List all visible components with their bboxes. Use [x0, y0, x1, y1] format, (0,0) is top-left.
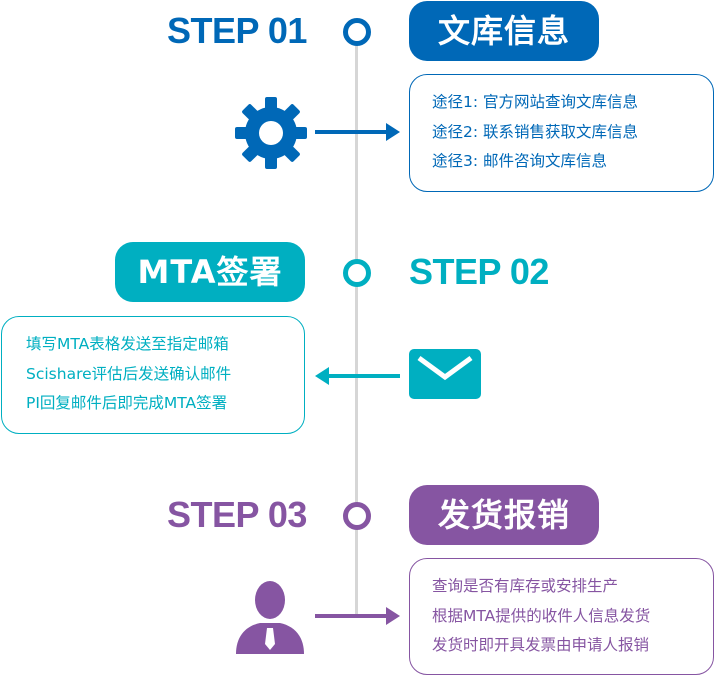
step-02-title: MTA签署: [115, 242, 305, 302]
arrow-left-icon: [315, 367, 329, 385]
step-03-label: STEP 03: [167, 494, 307, 535]
envelope-icon: [409, 349, 481, 399]
step-02-details: 填写MTA表格发送至指定邮箱 Scishare评估后发送确认邮件 PI回复邮件后…: [1, 316, 305, 434]
detail-line: 填写MTA表格发送至指定邮箱: [26, 335, 229, 353]
detail-line: 途径3: 邮件咨询文库信息: [432, 152, 608, 170]
detail-line: Scishare评估后发送确认邮件: [26, 364, 232, 383]
step-03-details: 查询是否有库存或安排生产 根据MTA提供的收件人信息发货 发货时即开具发票由申请…: [409, 558, 714, 675]
detail-line: 发货时即开具发票由申请人报销: [432, 636, 650, 654]
step-02-arrow: [328, 374, 400, 378]
detail-line: PI回复邮件后即完成MTA签署: [26, 394, 228, 412]
step-02-label: STEP 02: [409, 251, 549, 292]
arrow-right-icon: [386, 607, 400, 625]
step-01-node: [343, 18, 371, 46]
step-01-label: STEP 01: [167, 10, 307, 51]
person-icon: [234, 580, 306, 654]
step-01-details: 途径1: 官方网站查询文库信息 途径2: 联系销售获取文库信息 途径3: 邮件咨…: [409, 74, 714, 192]
step-03-arrow: [315, 614, 387, 618]
detail-line: 根据MTA提供的收件人信息发货: [432, 606, 651, 625]
detail-line: 途径2: 联系销售获取文库信息: [432, 122, 639, 141]
detail-line: 查询是否有库存或安排生产: [432, 577, 619, 595]
timeline-line: [355, 44, 358, 614]
arrow-right-icon: [386, 123, 400, 141]
step-03-title: 发货报销: [409, 485, 599, 545]
step-01-arrow: [315, 130, 387, 134]
detail-line: 途径1: 官方网站查询文库信息: [432, 93, 639, 111]
step-02-node: [343, 259, 371, 287]
step-01-title: 文库信息: [409, 1, 599, 61]
step-03-node: [343, 502, 371, 530]
gear-icon: [234, 96, 308, 170]
